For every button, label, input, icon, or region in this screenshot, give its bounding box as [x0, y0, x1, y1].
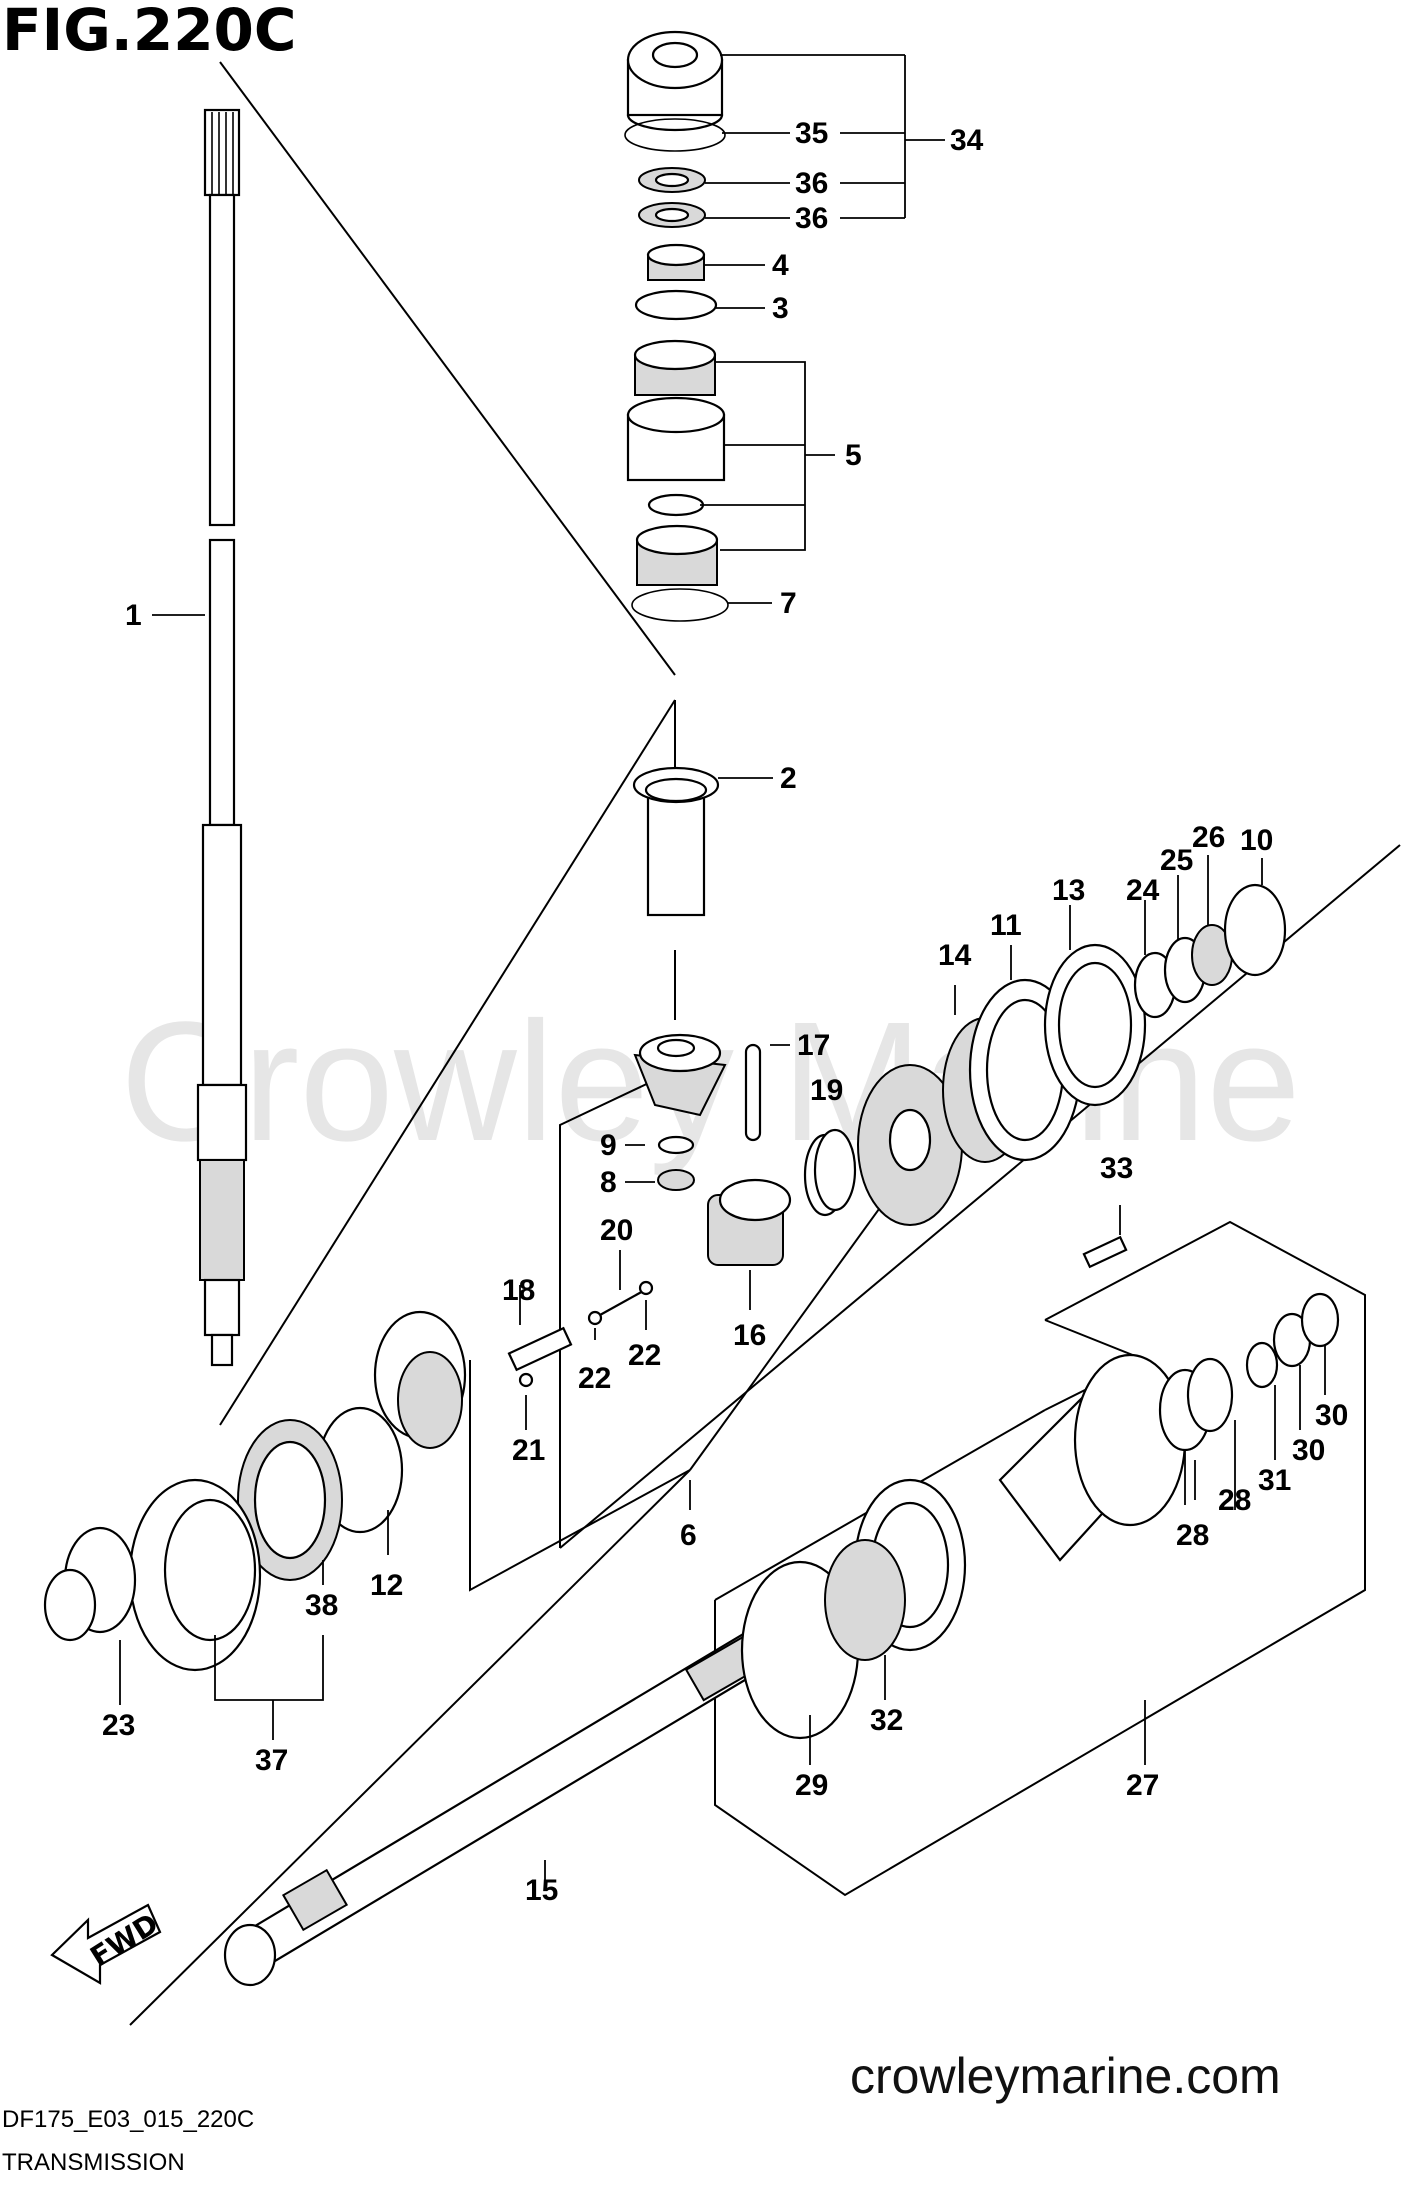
figure-caption: TRANSMISSION — [2, 2149, 185, 2176]
callout-9: 9 — [600, 1129, 617, 1162]
callout-30b: 30 — [1315, 1399, 1348, 1432]
leader-lines — [119, 54, 1326, 1880]
thrust-bearing-shims — [942, 883, 1287, 1163]
callout-4: 4 — [772, 249, 789, 282]
spring-20 — [587, 1280, 654, 1326]
callout-18: 18 — [502, 1274, 535, 1307]
shift-pin-18 — [507, 1326, 573, 1388]
reverse-gear-group — [43, 1310, 467, 1672]
washer-9 — [657, 1135, 695, 1155]
callout-33: 33 — [1100, 1152, 1133, 1185]
callout-5: 5 — [845, 439, 862, 472]
callout-17: 17 — [797, 1029, 830, 1062]
callout-8: 8 — [600, 1166, 617, 1199]
callout-12: 12 — [370, 1569, 403, 1602]
sleeve-part — [632, 766, 720, 917]
callout-24: 24 — [1126, 874, 1160, 907]
callout-28b: 28 — [1218, 1484, 1251, 1517]
callout-16: 16 — [733, 1319, 766, 1352]
figure-code: DF175_E03_015_220C — [2, 2106, 254, 2133]
callout-2: 2 — [780, 762, 797, 795]
callout-22b: 22 — [628, 1339, 661, 1372]
pin-17 — [744, 1043, 762, 1142]
callout-6: 6 — [680, 1519, 697, 1552]
propeller-shaft-housing — [740, 1235, 1340, 1740]
washer-8 — [657, 1169, 695, 1191]
callout-32: 32 — [870, 1704, 903, 1737]
ring-19 — [803, 1128, 857, 1217]
figure-title: FIG.220C — [2, 0, 296, 64]
callout-22a: 22 — [578, 1362, 611, 1395]
callout-37: 37 — [255, 1744, 288, 1777]
callout-23: 23 — [102, 1709, 135, 1742]
callout-36a: 36 — [795, 167, 828, 200]
callout-19: 19 — [810, 1074, 843, 1107]
pinion-gear — [633, 1033, 727, 1117]
callout-14: 14 — [938, 939, 972, 972]
fwd-arrow-icon: FWD — [50, 1903, 164, 1985]
website-label: crowleymarine.com — [850, 2048, 1281, 2104]
callout-15: 15 — [525, 1874, 558, 1907]
callout-11: 11 — [990, 909, 1022, 942]
callout-7: 7 — [780, 587, 797, 620]
callout-36b: 36 — [795, 202, 828, 235]
callout-3: 3 — [772, 292, 789, 325]
callout-26: 26 — [1192, 821, 1225, 854]
top-bearing-stack — [624, 30, 729, 622]
callout-13: 13 — [1052, 874, 1085, 907]
callout-21: 21 — [512, 1434, 545, 1467]
callout-38: 38 — [305, 1589, 338, 1622]
callout-labels: 1 2 3 4 5 6 7 8 9 10 11 12 13 14 15 16 1… — [102, 117, 1348, 1907]
callout-27: 27 — [1126, 1769, 1159, 1802]
drive-shaft — [196, 108, 248, 1367]
forward-gear — [857, 1064, 963, 1226]
callout-25: 25 — [1160, 844, 1193, 877]
callout-29: 29 — [795, 1769, 828, 1802]
callout-1: 1 — [125, 599, 142, 632]
callout-31: 31 — [1258, 1464, 1291, 1497]
callout-10: 10 — [1240, 824, 1273, 857]
callout-30a: 30 — [1292, 1434, 1325, 1467]
propeller-shaft — [223, 1628, 772, 1987]
clutch-dog — [707, 1178, 792, 1266]
callout-20: 20 — [600, 1214, 633, 1247]
callout-35: 35 — [795, 117, 828, 150]
callout-28a: 28 — [1176, 1519, 1209, 1552]
callout-34: 34 — [950, 124, 984, 157]
